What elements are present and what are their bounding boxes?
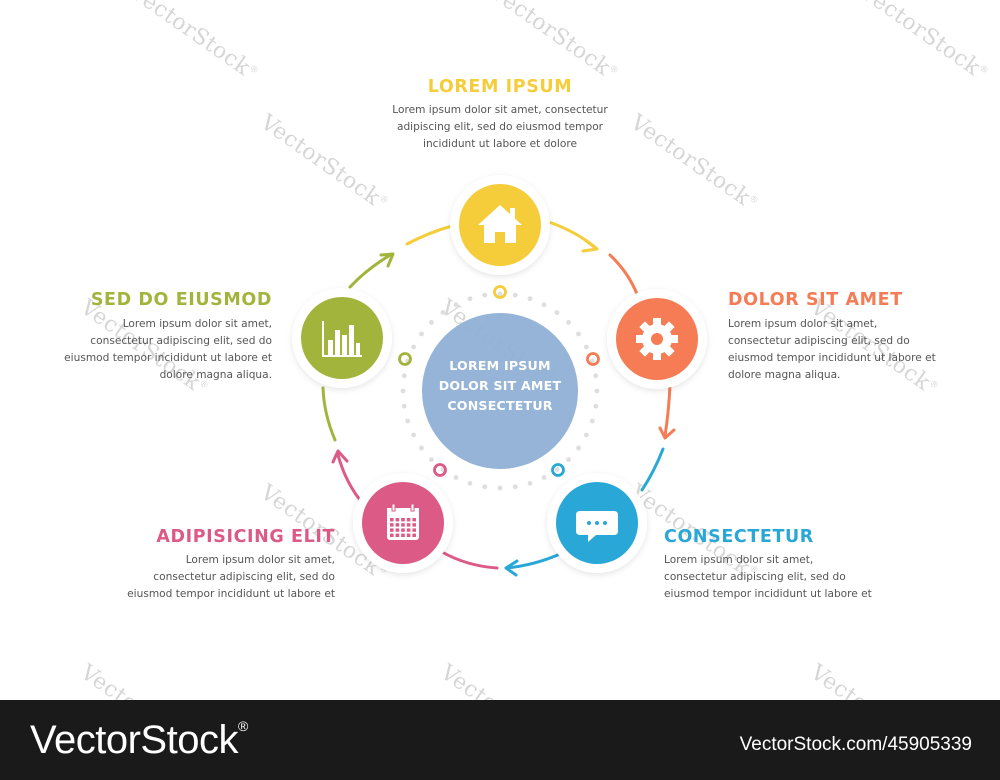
- chat-bubble-icon: [576, 511, 618, 542]
- ring-dot: [584, 432, 589, 438]
- ring-dot: [467, 296, 473, 302]
- ring-dot: [497, 485, 503, 491]
- bar-chart-icon: [322, 321, 362, 357]
- step-title-3: CONSECTETUR: [664, 527, 814, 547]
- ring-dot: [419, 445, 424, 451]
- step-title-4: ADIPISICING ELIT: [156, 527, 335, 547]
- step-node-5[interactable]: [292, 288, 392, 388]
- ring-dot: [400, 388, 406, 394]
- ring-dot: [593, 403, 599, 409]
- ring-dot: [593, 373, 599, 379]
- small-ring: [493, 285, 507, 299]
- ring-dot: [429, 320, 434, 325]
- ring-dot: [541, 475, 547, 480]
- ring-dot: [527, 296, 533, 302]
- ring-dot: [401, 373, 407, 379]
- connector-arrow-5: [505, 552, 562, 570]
- ring-dot: [440, 310, 446, 315]
- ring-dot: [419, 331, 424, 337]
- ring-dot: [429, 457, 434, 462]
- small-ring: [398, 352, 412, 366]
- arrowhead: [331, 449, 349, 464]
- step-node-1[interactable]: [450, 175, 550, 275]
- center-circle: [422, 313, 578, 469]
- step-text-3: Lorem ipsum dolor sit amet, consectetur …: [664, 554, 872, 600]
- footer-bar: VectorStock® VectorStock.com/45905339: [0, 700, 1000, 780]
- connector-arrow-8: [321, 386, 337, 442]
- ring-dot: [527, 480, 533, 486]
- ring-dot: [512, 484, 518, 490]
- ring-dot: [541, 302, 547, 307]
- step-node-3[interactable]: [547, 473, 647, 573]
- connector-arrow-10: [405, 224, 454, 246]
- ring-dot: [576, 331, 581, 337]
- small-ring: [586, 352, 600, 366]
- footer-logo: VectorStock®: [30, 718, 248, 762]
- step-text-5: Lorem ipsum dolor sit amet, consectetur …: [64, 318, 272, 381]
- calendar-icon: [387, 503, 419, 540]
- dotted-ring: [400, 291, 600, 491]
- step-text-1: Lorem ipsum dolor sit amet, consectetur …: [392, 104, 608, 150]
- ring-dot: [576, 445, 581, 451]
- arrowhead: [581, 238, 599, 253]
- ring-dot: [411, 344, 416, 350]
- arrowhead: [504, 559, 519, 577]
- cycle-diagram: [292, 175, 707, 577]
- step-title-1: LOREM IPSUM: [427, 77, 573, 97]
- ring-dot: [566, 320, 571, 325]
- step-title-5: SED DO EIUSMOD: [90, 290, 272, 310]
- connector-arrow-2: [608, 253, 639, 296]
- ring-dot: [482, 292, 488, 298]
- ring-dot: [482, 484, 488, 490]
- step-node-4[interactable]: [353, 473, 453, 573]
- ring-dot: [554, 310, 560, 315]
- ring-dot: [589, 358, 595, 364]
- connector-arrow-9: [348, 252, 394, 289]
- connector-arrow-3: [663, 382, 672, 438]
- ring-dot: [467, 480, 473, 486]
- step-text-2: Lorem ipsum dolor sit amet, consectetur …: [728, 318, 936, 381]
- arrowhead: [379, 252, 395, 268]
- ring-dot: [405, 418, 411, 424]
- ring-dot: [554, 467, 560, 472]
- home-icon: [478, 205, 522, 243]
- connector-arrow-6: [440, 550, 499, 570]
- ring-dot: [411, 432, 416, 438]
- step-node-2[interactable]: [607, 289, 707, 389]
- ring-dot: [512, 292, 518, 298]
- arrowhead: [658, 426, 676, 440]
- small-ring: [551, 463, 565, 477]
- connector-arrow-4: [640, 447, 665, 492]
- small-ring: [433, 463, 447, 477]
- ring-dot: [497, 291, 503, 297]
- ring-dot: [453, 475, 459, 480]
- center-label: LOREM IPSUM DOLOR SIT AMET CONSECTETUR: [438, 358, 562, 413]
- ring-dot: [584, 344, 589, 350]
- ring-dot: [566, 457, 571, 462]
- ring-dot: [594, 388, 600, 394]
- ring-dot: [589, 418, 595, 424]
- ring-dot: [401, 403, 407, 409]
- footer-image-id: VectorStock.com/45905339: [739, 734, 972, 755]
- step-title-2: DOLOR SIT AMET: [728, 290, 903, 310]
- ring-dot: [453, 302, 459, 307]
- infographic-canvas: VectorStock® VectorStock® VectorStock® V…: [64, 0, 991, 761]
- gear-icon: [636, 318, 678, 360]
- step-text-4: Lorem ipsum dolor sit amet, consectetur …: [127, 554, 335, 600]
